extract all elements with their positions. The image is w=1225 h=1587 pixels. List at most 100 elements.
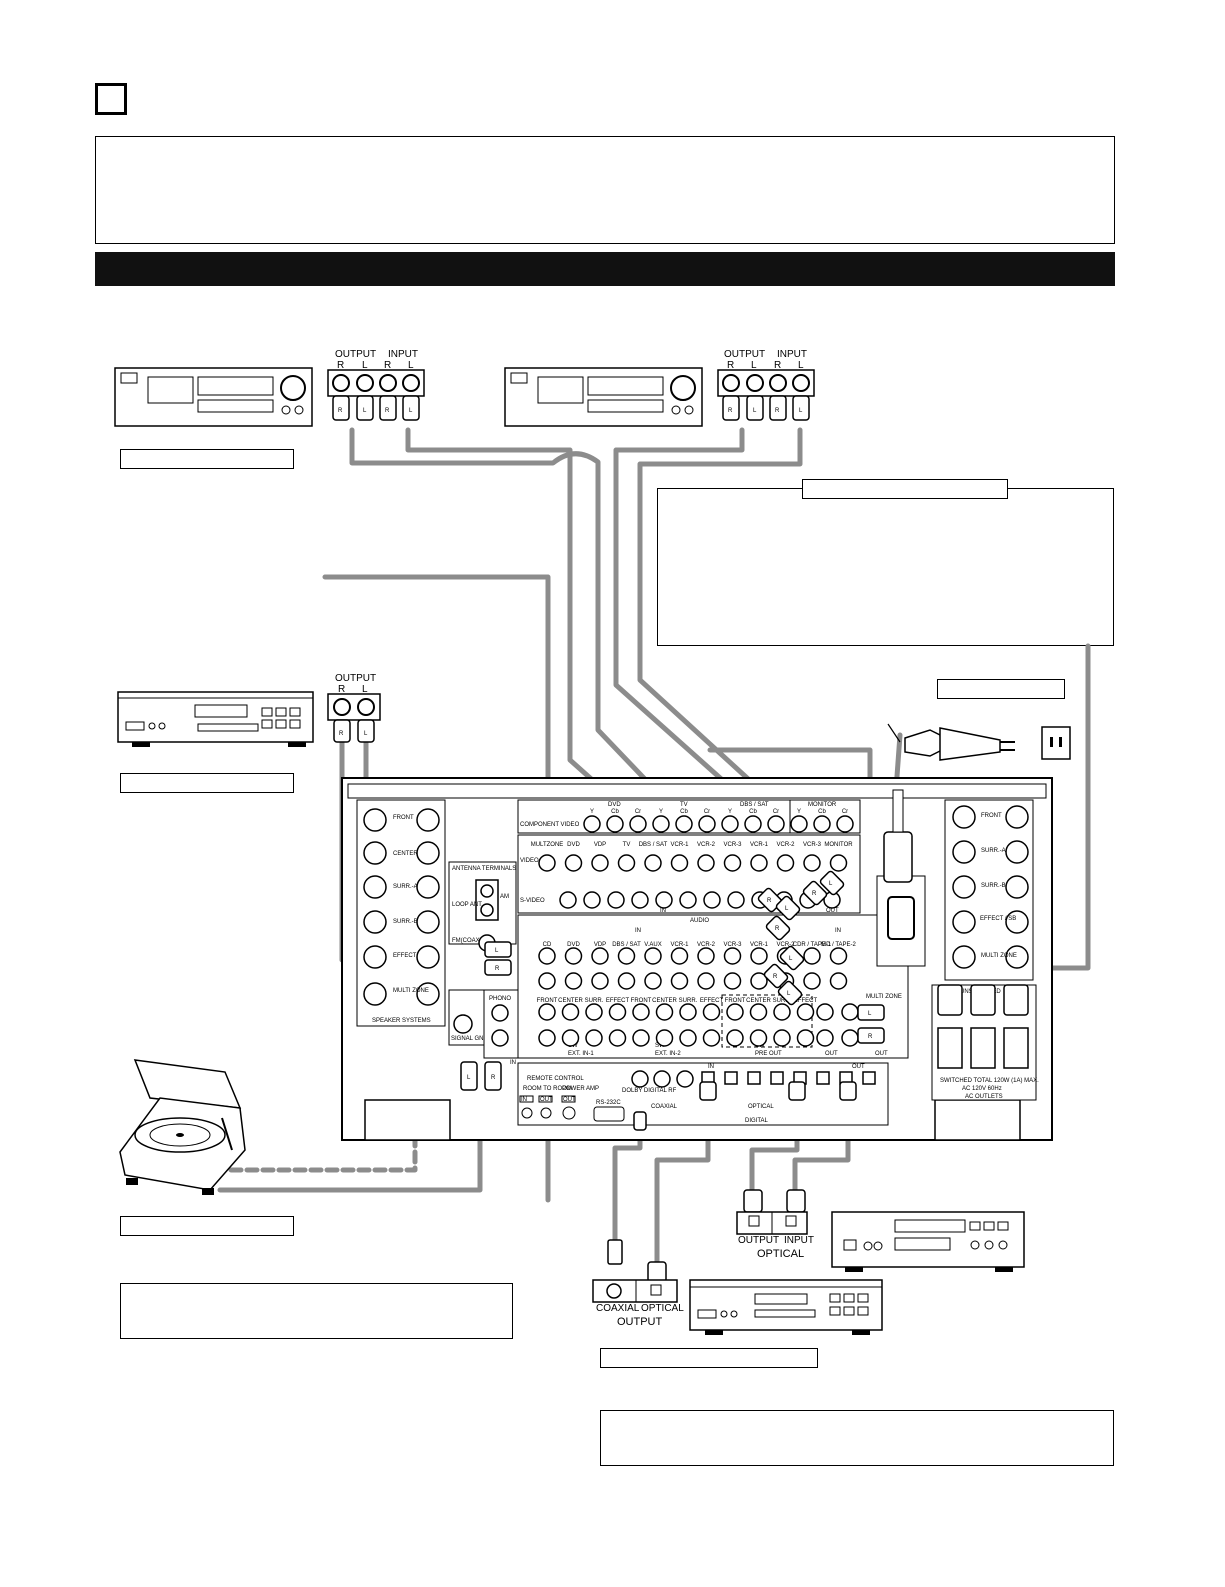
svg-text:INPUT: INPUT — [777, 349, 807, 360]
svg-text:OUTPUT: OUTPUT — [724, 349, 765, 360]
component-video-label: Cb — [818, 809, 826, 815]
audio-jack-r — [670, 972, 689, 990]
svg-text:R: R — [727, 360, 734, 371]
ext-jack — [702, 1029, 721, 1047]
svg-text:L: L — [495, 948, 499, 954]
component-video-jack — [767, 815, 785, 833]
md-recorder — [831, 1211, 1025, 1272]
svg-text:DBS / SAT: DBS / SAT — [740, 802, 769, 808]
out-jack — [816, 1003, 834, 1021]
audio-jack-r — [564, 972, 583, 990]
svg-text:L: L — [408, 360, 414, 371]
video-input-label: VCR-3 — [723, 842, 742, 848]
cable-tape2-input — [637, 427, 831, 855]
svg-text:SIGNAL GND: SIGNAL GND — [451, 1036, 488, 1042]
optical-digital-jack — [724, 1071, 738, 1085]
audio-input-label: VCR-1 — [670, 942, 689, 948]
ext-jack — [702, 1003, 721, 1021]
svg-text:R: R — [385, 408, 390, 414]
svg-text:FRONT: FRONT — [393, 815, 414, 821]
ext-jack — [726, 1003, 744, 1021]
video-input-label: DVD — [567, 842, 580, 848]
s-video-jack — [703, 891, 721, 909]
svg-text:R: R — [337, 360, 344, 371]
svg-text:SPEAKER SYSTEMS: SPEAKER SYSTEMS — [372, 1018, 431, 1024]
ext-jack — [749, 1029, 768, 1047]
cd-player — [117, 691, 314, 747]
svg-text:AC 120V 60Hz: AC 120V 60Hz — [962, 1086, 1002, 1092]
ext-jack — [632, 1003, 650, 1021]
video-input-label: VCR-1 — [670, 842, 689, 848]
ext-input-label: CENTER — [746, 998, 771, 1004]
svg-text:R: R — [728, 408, 733, 414]
component-video-jack — [629, 815, 647, 833]
svg-text:OUTPUT: OUTPUT — [335, 673, 376, 684]
svg-text:SURR.-B: SURR.-B — [981, 883, 1006, 889]
svg-text:SWITCHED TOTAL 120W (1A) MAX.: SWITCHED TOTAL 120W (1A) MAX. — [940, 1078, 1039, 1084]
s-video-jack — [583, 891, 601, 909]
video-input-label: VCR-3 — [803, 842, 822, 848]
svg-text:IN: IN — [835, 928, 841, 934]
component-video-label: Cr — [842, 809, 848, 815]
svg-text:R: R — [491, 1075, 496, 1081]
out-jack — [841, 1029, 859, 1047]
svg-text:IN: IN — [660, 908, 666, 914]
caution-note-box — [657, 488, 1114, 646]
audio-jack-r — [803, 972, 821, 990]
svg-text:COAXIAL: COAXIAL — [596, 1303, 640, 1314]
audio-jack-r — [538, 972, 556, 990]
svg-text:R: R — [773, 974, 778, 980]
svg-text:LOOP ANT.: LOOP ANT. — [452, 902, 483, 908]
audio-jack-l — [617, 947, 636, 965]
video-jack — [750, 854, 768, 872]
s-video-jack — [559, 891, 577, 909]
svg-text:SURR.-A: SURR.-A — [393, 884, 418, 890]
ext-jack — [538, 1003, 556, 1021]
svg-text:VIDEO: VIDEO — [520, 858, 539, 864]
svg-text:L: L — [789, 956, 793, 962]
svg-text:EXT. IN-1: EXT. IN-1 — [568, 1051, 594, 1057]
svg-text:SURR.-B: SURR.-B — [393, 919, 418, 925]
coaxial-digital-jack — [631, 1070, 649, 1088]
svg-text:R: R — [767, 898, 772, 904]
svg-text:IN: IN — [635, 928, 641, 934]
svg-text:TV: TV — [680, 802, 688, 808]
component-video-label: Cr — [773, 809, 779, 815]
cd-digital-terminals: COAXIAL OPTICAL OUTPUT — [592, 1239, 684, 1328]
tape1-plugs: R L R L — [332, 395, 420, 421]
component-video-label: Cb — [611, 809, 619, 815]
svg-text:L: L — [799, 408, 803, 414]
audio-jack-l — [670, 947, 689, 965]
component-video-jack — [675, 815, 693, 833]
svg-text:MONITOR: MONITOR — [808, 802, 837, 808]
svg-text:IN: IN — [521, 1097, 527, 1103]
audio-input-label: VCR-2 — [776, 942, 795, 948]
svg-text:L: L — [751, 360, 757, 371]
svg-text:SURR.-A: SURR.-A — [981, 848, 1006, 854]
ext-jack — [585, 1003, 603, 1021]
svg-text:L: L — [787, 991, 791, 997]
s-video-jack — [631, 891, 649, 909]
md-digital-terminals: OUTPUT INPUT OPTICAL — [736, 1189, 814, 1260]
audio-jack-l — [591, 947, 609, 965]
svg-text:EXT. IN-2: EXT. IN-2 — [655, 1051, 681, 1057]
svg-text:AUDIO: AUDIO — [690, 918, 709, 924]
video-input-label: MONITOR — [824, 842, 853, 848]
component-video-jack — [790, 815, 808, 833]
ext-jack — [749, 1003, 768, 1021]
component-video-label: Cr — [704, 809, 710, 815]
svg-text:OUT: OUT — [563, 1097, 576, 1103]
turntable-label — [120, 1216, 294, 1236]
svg-text:R: R — [774, 360, 781, 371]
ext-jack — [585, 1029, 603, 1047]
audio-jack-r — [644, 972, 662, 990]
caution-note-title — [802, 479, 1008, 499]
ext-input-label: SURR. — [585, 998, 604, 1004]
component-video-label: Y — [659, 809, 663, 815]
component-video-jack — [698, 815, 716, 833]
svg-text:OUT: OUT — [852, 1064, 865, 1070]
component-video-jack — [721, 815, 739, 833]
ext-jack — [679, 1003, 697, 1021]
tape2-jack-panel: OUTPUT INPUT R L R L — [717, 349, 815, 397]
